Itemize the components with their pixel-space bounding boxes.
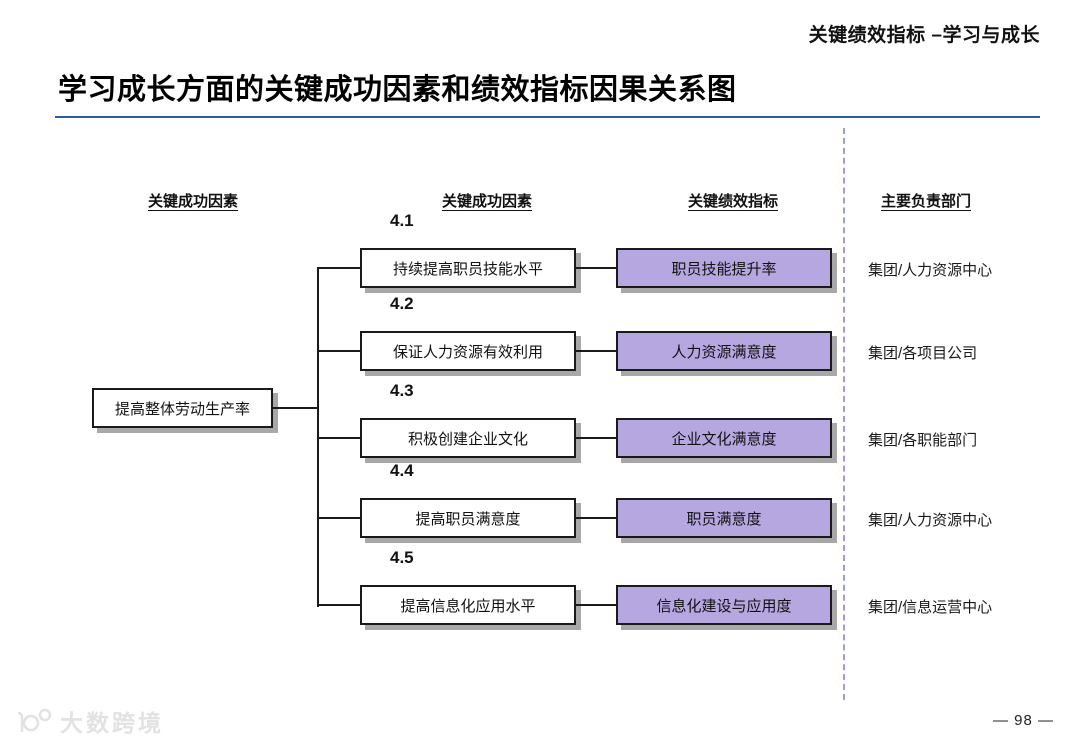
column-header-csf-mid: 关键成功因素: [441, 193, 533, 210]
department-label: 集团/人力资源中心: [868, 512, 993, 529]
row-number-label: 4.3: [390, 381, 414, 400]
column-header-dept: 主要负责部门: [880, 193, 972, 210]
column-divider-dashed-line: [843, 128, 845, 700]
row-number-label: 4.5: [390, 548, 414, 567]
connector-trunk-to-csf: [317, 517, 360, 519]
watermark-logo-icon: [17, 708, 52, 732]
row-number-label: 4.2: [390, 294, 414, 313]
connector-csf-to-kpi: [576, 604, 616, 606]
row-number-label: 4.1: [390, 211, 414, 230]
csf-box: 提高信息化应用水平: [360, 585, 576, 625]
kpi-box: 职员满意度: [616, 498, 832, 538]
kpi-box: 人力资源满意度: [616, 331, 832, 371]
connector-csf-to-kpi: [576, 267, 616, 269]
connector-csf-to-kpi: [576, 437, 616, 439]
department-label: 集团/信息运营中心: [868, 599, 993, 616]
department-label: 集团/各职能部门: [868, 432, 978, 449]
title-underline: [55, 116, 1040, 118]
connector-trunk-to-csf: [317, 267, 360, 269]
connector-trunk-to-csf: [317, 350, 360, 352]
kpi-box: 信息化建设与应用度: [616, 585, 832, 625]
csf-box: 保证人力资源有效利用: [360, 331, 576, 371]
connector-trunk-to-csf: [317, 604, 360, 606]
column-header-kpi: 关键绩效指标: [687, 193, 779, 210]
root-factor-box: 提高整体劳动生产率: [92, 388, 273, 428]
page-title: 学习成长方面的关键成功因素和绩效指标因果关系图: [58, 74, 737, 106]
page-number: — 98 —: [992, 712, 1054, 729]
connector-csf-to-kpi: [576, 517, 616, 519]
watermark-text: 大数跨境: [60, 710, 164, 736]
kpi-box: 企业文化满意度: [616, 418, 832, 458]
kpi-box: 职员技能提升率: [616, 248, 832, 288]
connector-root-to-trunk: [273, 407, 318, 409]
department-label: 集团/人力资源中心: [868, 262, 993, 279]
watermark: 大数跨境: [12, 704, 164, 738]
connector-csf-to-kpi: [576, 350, 616, 352]
row-number-label: 4.4: [390, 461, 414, 480]
section-tag: 关键绩效指标 –学习与成长: [808, 25, 1040, 46]
connector-trunk-to-csf: [317, 437, 360, 439]
csf-box: 提高职员满意度: [360, 498, 576, 538]
column-header-csf-left: 关键成功因素: [147, 193, 239, 210]
csf-box: 持续提高职员技能水平: [360, 248, 576, 288]
department-label: 集团/各项目公司: [868, 345, 978, 362]
csf-box: 积极创建企业文化: [360, 418, 576, 458]
